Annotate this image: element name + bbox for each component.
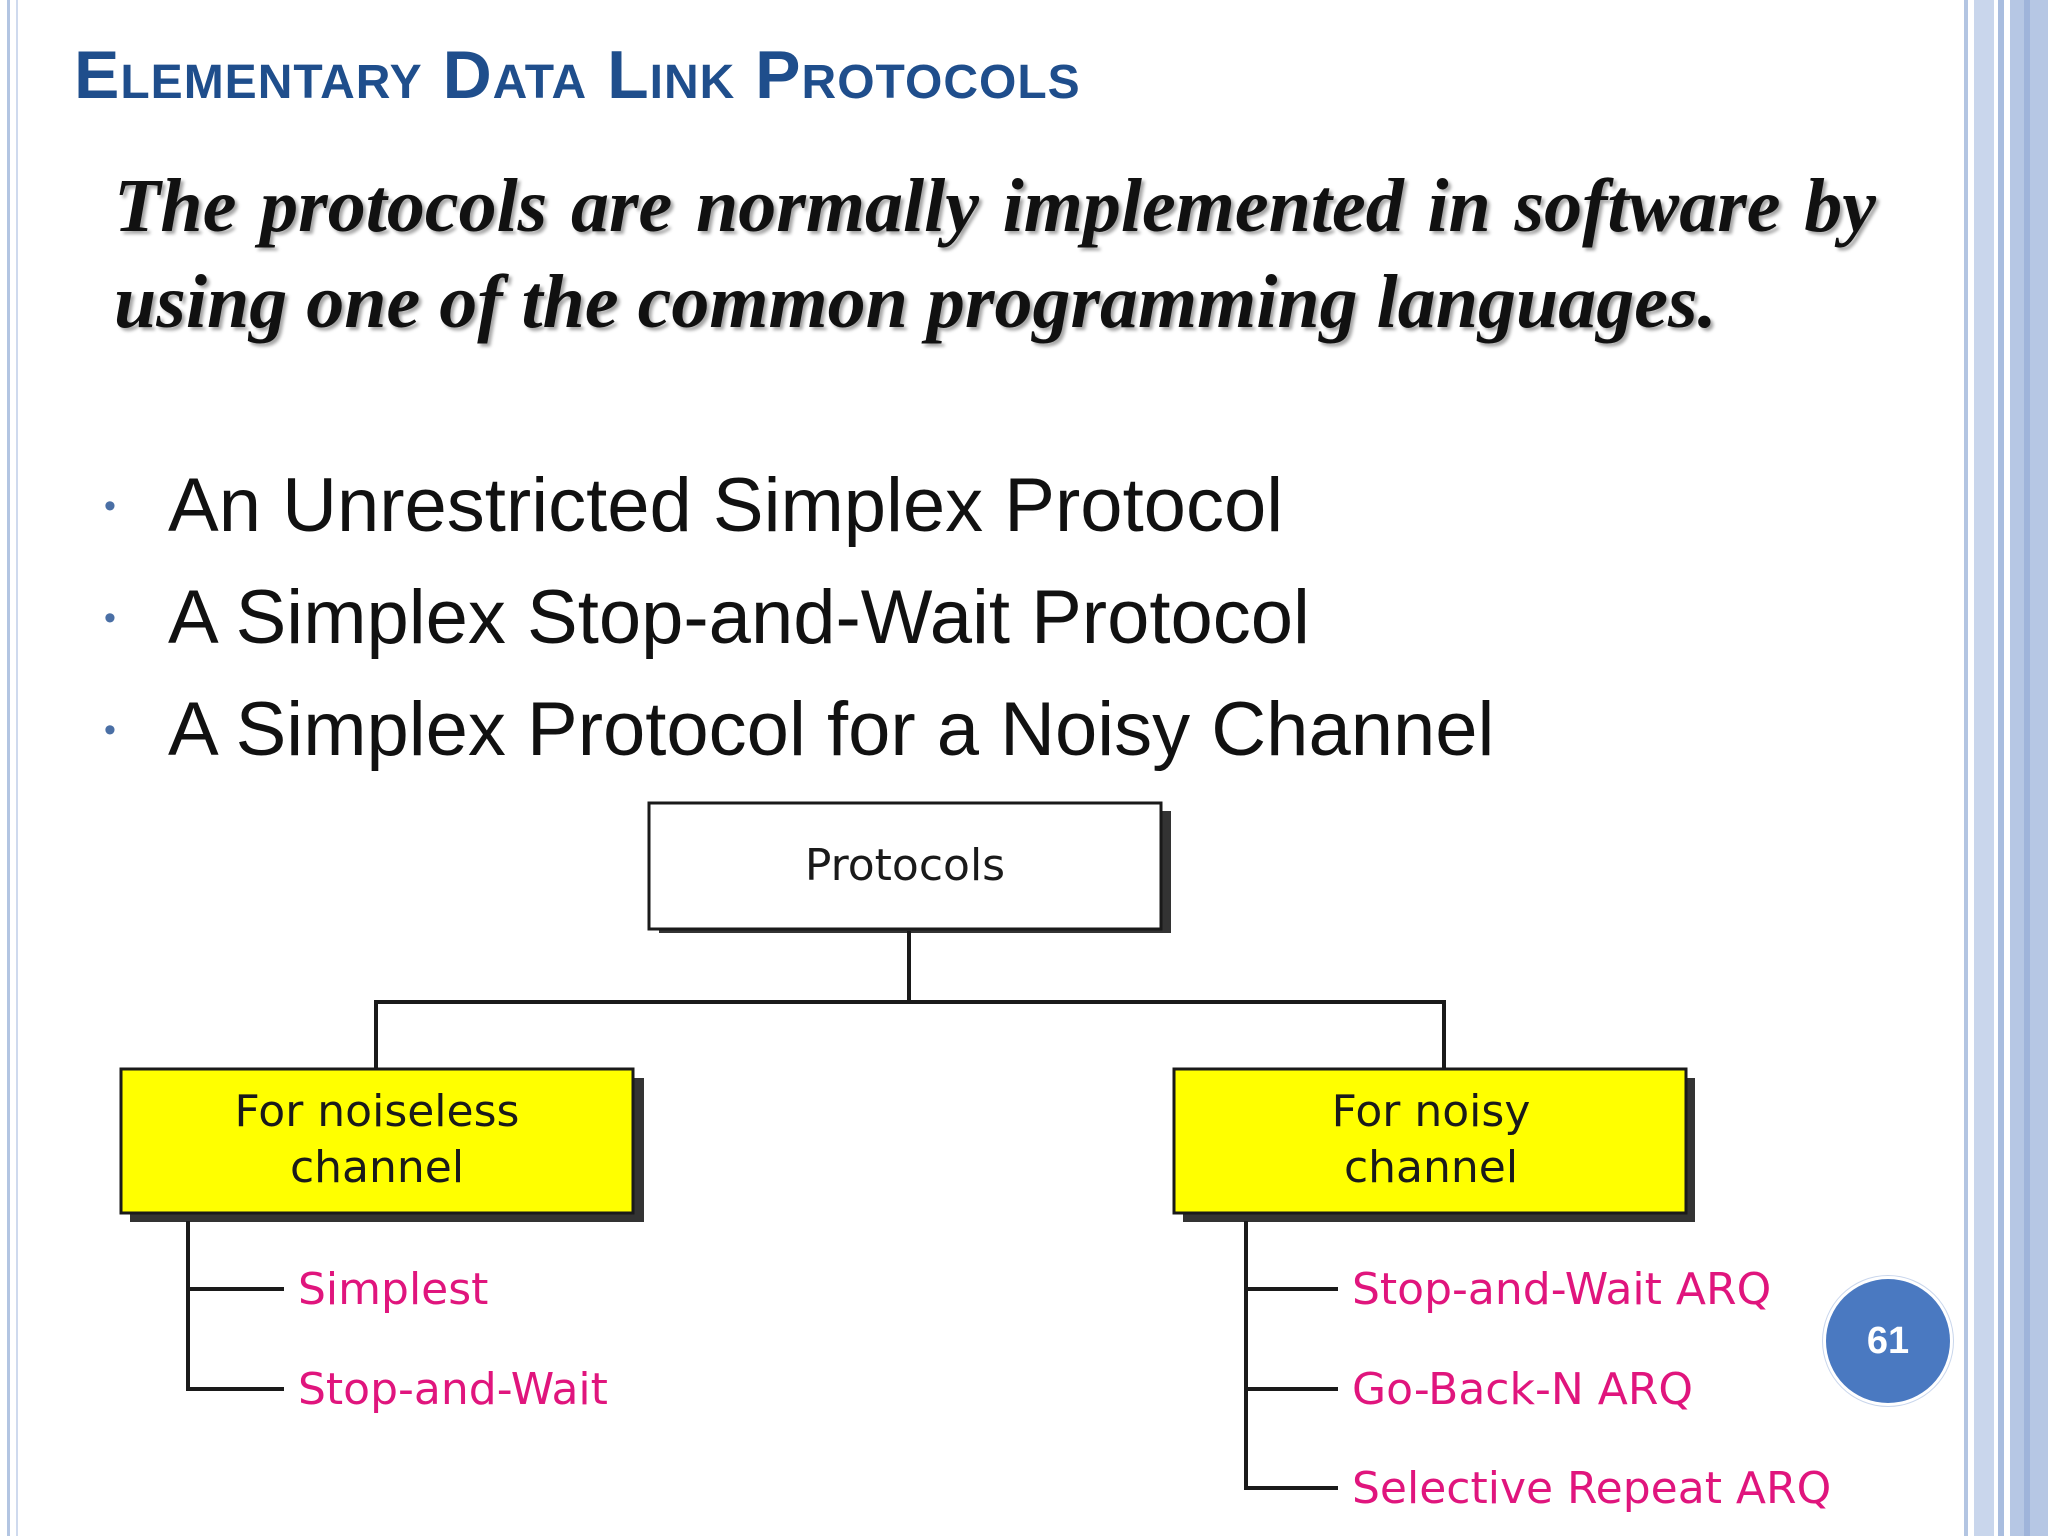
leaf-stop-and-wait: Stop-and-Wait [298,1364,608,1415]
bullet-dot-icon: • [104,711,116,749]
bullet-text: A Simplex Stop-and-Wait Protocol [168,575,1310,660]
root-connectors [374,931,1446,1070]
slide-title: Elementary Data Link Protocols [74,37,1081,113]
bullet-text: A Simplex Protocol for a Noisy Channel [168,687,1495,772]
left-category-box [119,1067,635,1215]
left-category-line2: channel [290,1142,464,1193]
right-band-stripe [1974,0,1994,1536]
right-band-stripe [2024,0,2030,1536]
left-border-line-inner [16,0,18,1536]
left-border-line [7,0,10,1536]
left-category-line1: For noiseless [235,1086,520,1137]
bullet-dot-icon: • [104,599,116,637]
root-box [647,801,1163,931]
leaf-go-back-n-arq: Go-Back-N ARQ [1352,1364,1693,1415]
leaf-stop-and-wait-arq: Stop-and-Wait ARQ [1352,1264,1771,1315]
right-category-box [1172,1067,1688,1215]
leaf-simplest: Simplest [298,1264,488,1315]
right-category-line1: For noisy [1332,1086,1531,1137]
root-label: Protocols [805,840,1005,891]
bullet-text: An Unrestricted Simplex Protocol [168,463,1284,548]
leaf-selective-repeat-arq: Selective Repeat ARQ [1352,1463,1831,1514]
right-band-stripe [1998,0,2004,1536]
right-branch-lines [1244,1221,1338,1490]
intro-paragraph: The protocols are normally implemented i… [114,164,1876,344]
right-band-stripe [1964,0,1968,1536]
left-branch-lines [186,1221,284,1391]
right-category-line2: channel [1344,1142,1518,1193]
bullet-dot-icon: • [104,487,116,525]
page-number-badge: 61 [1826,1279,1950,1403]
